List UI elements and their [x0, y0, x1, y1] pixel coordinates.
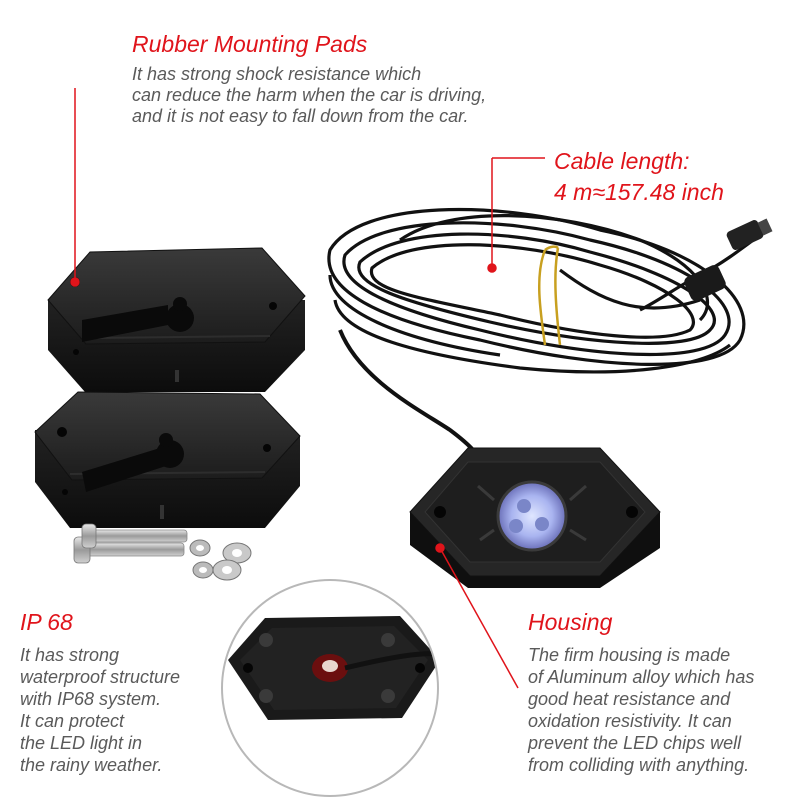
- ip68-line: waterproof structure: [20, 667, 181, 687]
- ip68-description: It has strong waterproof structure with …: [20, 644, 180, 776]
- underside-inset: [221, 579, 439, 797]
- rubber-pads-description: It has strong shock resistance which can…: [132, 64, 486, 127]
- rubber-pads-line: can reduce the harm when the car is driv…: [132, 85, 487, 105]
- rubber-pad-lower: [34, 391, 301, 528]
- rubber-pads-line: It has strong shock resistance which: [132, 64, 422, 84]
- cable-length-value: 4 m≈157.48 inch: [554, 179, 724, 205]
- housing-line: The firm housing is made: [528, 645, 731, 665]
- housing-line: from colliding with anything.: [528, 755, 750, 775]
- rubber-pads-title: Rubber Mounting Pads: [132, 31, 368, 57]
- cable-length-label: Cable length:: [554, 148, 690, 174]
- ip68-line: It can protect: [20, 711, 125, 731]
- cable-coil: [327, 207, 761, 471]
- ip68-line: the rainy weather.: [20, 755, 163, 775]
- housing-line: of Aluminum alloy which has: [528, 667, 755, 687]
- housing-description: The firm housing is made of Aluminum all…: [528, 644, 754, 776]
- cable-length-title: Cable length: 4 m≈157.48 inch: [554, 146, 724, 208]
- housing-line: prevent the LED chips well: [528, 733, 742, 753]
- rubber-pads-line: and it is not easy to fall down from the…: [132, 106, 469, 126]
- cable-connector: [684, 218, 773, 301]
- ip68-line: It has strong: [20, 645, 120, 665]
- housing-title: Housing: [528, 609, 613, 635]
- rubber-pad-upper: [47, 247, 306, 392]
- ip68-line: with IP68 system.: [20, 689, 162, 709]
- housing-line: oxidation resistivity. It can: [528, 711, 732, 731]
- ip68-title: IP 68: [20, 609, 73, 635]
- leader-lines: [70, 88, 545, 689]
- ip68-line: the LED light in: [20, 733, 143, 753]
- bolts-and-washers: [73, 523, 252, 581]
- led-housing: [409, 447, 661, 588]
- rubber-band: [537, 245, 562, 346]
- housing-line: good heat resistance and: [528, 689, 731, 709]
